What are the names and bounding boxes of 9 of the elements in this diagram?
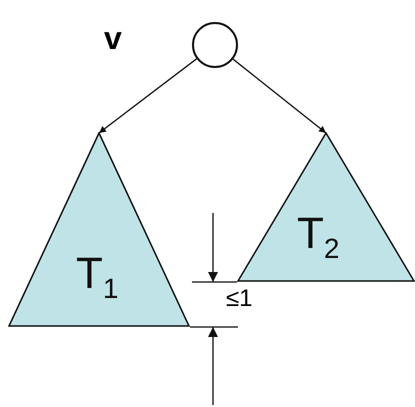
- arrow: [98, 58, 197, 134]
- subtree-triangle: [8, 132, 190, 327]
- node-label: T$_{2}$: [297, 212, 340, 263]
- subtree-triangle: [237, 132, 415, 282]
- node-caption: v: [104, 22, 122, 54]
- node-label: T$_{1}$: [76, 252, 118, 303]
- arrow: [232, 58, 326, 134]
- tree-node-circle: [192, 22, 238, 68]
- dimension-label: ≤1: [226, 287, 253, 311]
